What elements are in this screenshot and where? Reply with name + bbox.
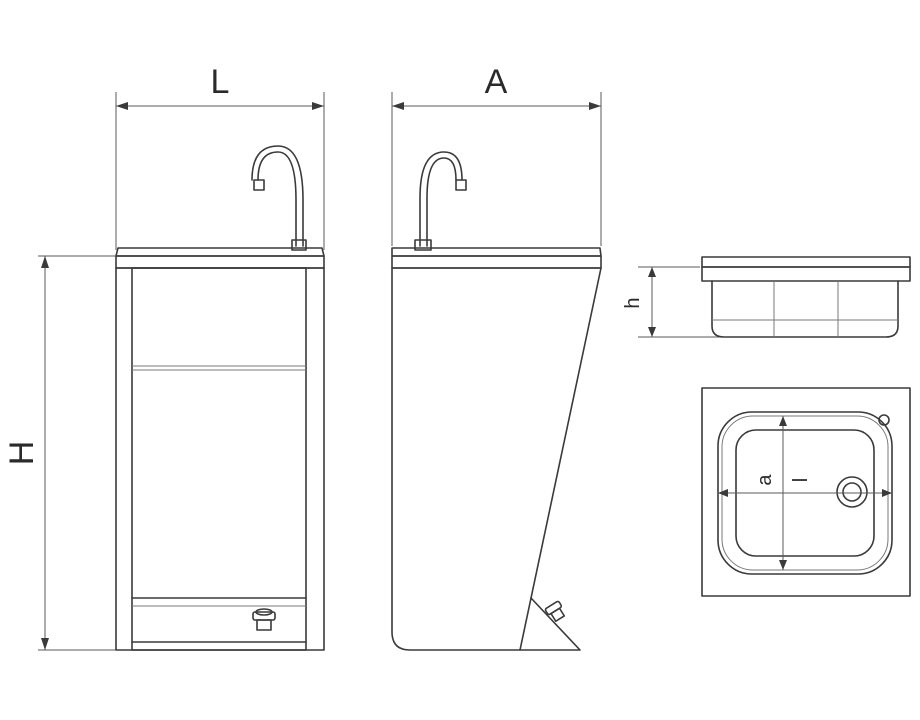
depth-label: A	[485, 63, 508, 101]
front-view: L H	[3, 63, 325, 651]
front-faucet-inner	[251, 145, 304, 247]
bowl-length-arrow-right	[882, 489, 892, 497]
bowl-length-label: l	[790, 478, 812, 482]
side-countertop	[391, 255, 602, 269]
length-arrow-left	[116, 102, 128, 110]
bowl-length-arrow-left	[718, 489, 728, 497]
side-faucet-outer	[419, 151, 463, 247]
bowl-section-top-rim	[701, 256, 911, 268]
length-label: L	[211, 63, 230, 101]
depth-arrow-right	[589, 102, 601, 110]
bowl-height-arrow-bottom	[648, 327, 656, 337]
side-faucet-base	[414, 239, 432, 251]
side-foot-pedal-icon	[544, 600, 566, 623]
depth-arrow-left	[392, 102, 404, 110]
height-label: H	[3, 441, 41, 466]
front-cabinet	[115, 267, 325, 651]
side-faucet-inner	[426, 157, 457, 247]
bowl-depth-arrow-bottom	[779, 560, 787, 570]
front-foot-pedal-icon	[252, 608, 276, 631]
length-arrow-right	[312, 102, 324, 110]
height-arrow-top	[41, 256, 49, 268]
bowl-depth-label: a	[754, 474, 776, 486]
bowl-section-countertop	[701, 266, 911, 282]
bowl-section-basin	[711, 280, 899, 338]
drain-outer-icon	[836, 476, 868, 508]
bowl-section-view: h	[622, 256, 911, 338]
bowl-top-countertop	[701, 387, 911, 597]
bowl-top-view: a l	[701, 387, 911, 597]
side-pedal-housing	[519, 597, 581, 651]
front-faucet-nozzle	[253, 179, 265, 191]
tap-hole-icon	[878, 414, 890, 426]
height-arrow-bottom	[41, 638, 49, 650]
front-countertop	[115, 255, 325, 269]
side-view: A	[391, 63, 602, 651]
bowl-height-label: h	[622, 297, 644, 308]
bowl-height-arrow-top	[648, 267, 656, 277]
bowl-depth-arrow-top	[779, 416, 787, 426]
side-tapered-body	[391, 267, 602, 651]
drain-inner-icon	[842, 482, 862, 502]
side-faucet-nozzle	[455, 179, 467, 191]
front-cabinet-inner-frame	[131, 267, 307, 651]
front-faucet-outer	[257, 151, 297, 247]
front-faucet-base	[291, 239, 307, 251]
